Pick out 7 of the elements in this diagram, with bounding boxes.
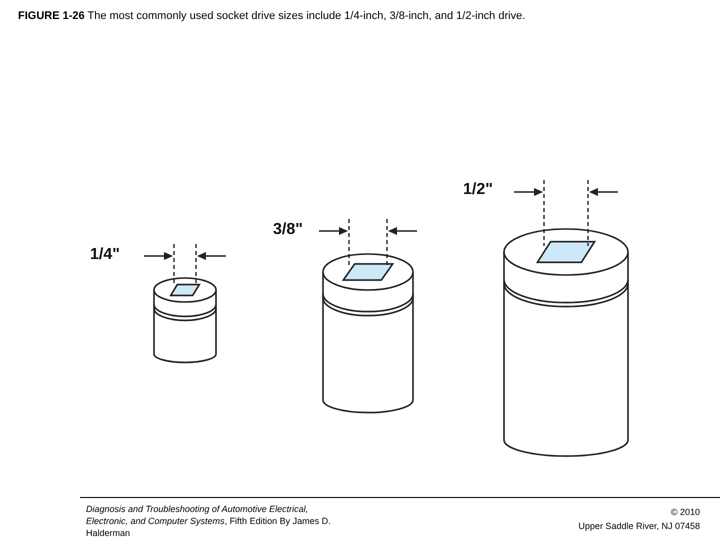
publisher-address: Upper Saddle River, NJ 07458 — [578, 521, 700, 531]
copyright-note: © 2010 — [670, 507, 700, 517]
dimension-label: 1/2" — [463, 181, 493, 199]
book-citation: Diagnosis and Troubleshooting of Automotive Electrical, Electronic, and Computer Systems, Fifth Edition By James D. Halderman — [86, 503, 332, 539]
dimension-label: 1/4" — [90, 246, 120, 264]
dimension-label: 3/8" — [273, 221, 303, 239]
figure-title: FIGURE 1-26 The most commonly used socket drive sizes include 1/4-inch, 3/8-inch, and 1/2-inch drive. — [18, 10, 526, 22]
